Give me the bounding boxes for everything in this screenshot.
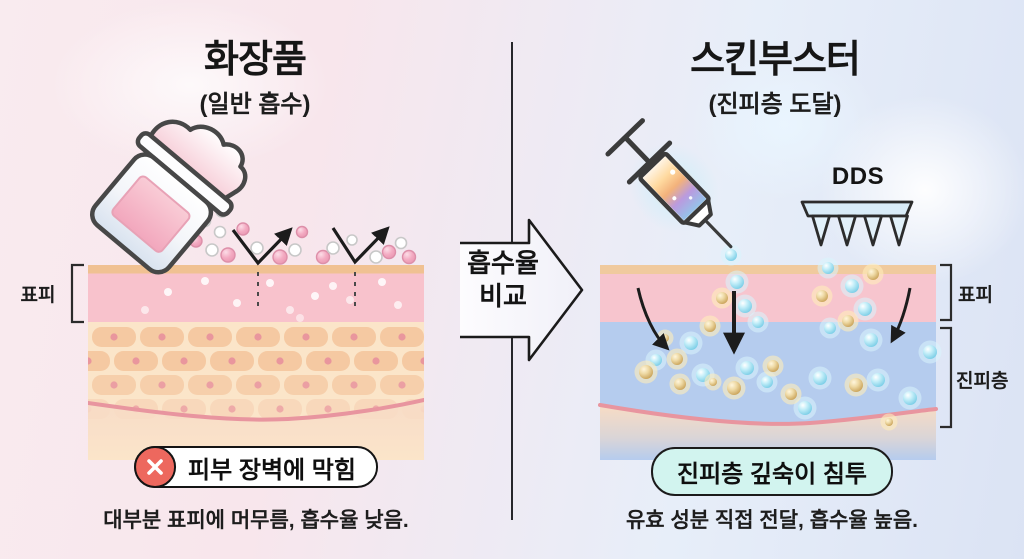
x-circle-icon <box>134 445 177 488</box>
dds-label: DDS <box>831 163 885 190</box>
bounce-arrow <box>331 226 390 265</box>
skin-surface-layer <box>600 265 936 274</box>
skin-surface-layer <box>88 265 424 274</box>
tissue-wave-line <box>88 398 424 422</box>
syringe-icon <box>605 118 733 249</box>
trapped-particles <box>141 277 402 322</box>
left-epidermis-bracket <box>70 263 84 324</box>
cream-jar-icon <box>89 119 248 275</box>
left-skin-diagram <box>88 265 424 460</box>
penetration-badge: 진피층 깊숙이 침투 <box>651 447 893 496</box>
comparison-arrow <box>460 218 584 362</box>
right-subtitle: (진피층 도달) <box>708 91 842 118</box>
penetration-arrow <box>636 287 670 351</box>
left-epidermis-label: 표피 <box>20 285 56 306</box>
epidermis-layer <box>88 273 424 322</box>
penetration-arrow <box>890 287 912 344</box>
blocked-badge-label: 피부 장벽에 막힘 <box>188 456 356 484</box>
left-title: 화장품 <box>204 39 307 81</box>
right-layer-brackets <box>940 263 953 429</box>
penetration-badge-label: 진피층 깊숙이 침투 <box>677 461 867 488</box>
right-caption: 유효 성분 직접 전달, 흡수율 높음. <box>625 509 918 532</box>
left-caption: 대부분 표피에 머무름, 흡수율 낮음. <box>103 509 409 532</box>
epidermis-layer <box>600 274 936 322</box>
left-subtitle: (일반 흡수) <box>199 91 311 118</box>
tissue-wave-line <box>598 403 938 426</box>
right-skin-diagram <box>598 244 942 460</box>
bounce-arrow <box>231 227 293 266</box>
dermis-label: 진피층 <box>956 371 1009 392</box>
comparison-arrow-label: 흡수율 비교 <box>446 247 560 313</box>
microneedle-patch-icon <box>800 200 914 247</box>
arrow-label-line1: 흡수율 <box>467 248 539 278</box>
right-epidermis-label: 표피 <box>958 285 993 306</box>
arrow-label-line2: 비교 <box>479 281 527 311</box>
blocked-badge: 피부 장벽에 막힘 <box>134 445 378 488</box>
right-title: 스킨부스터 <box>690 39 861 81</box>
